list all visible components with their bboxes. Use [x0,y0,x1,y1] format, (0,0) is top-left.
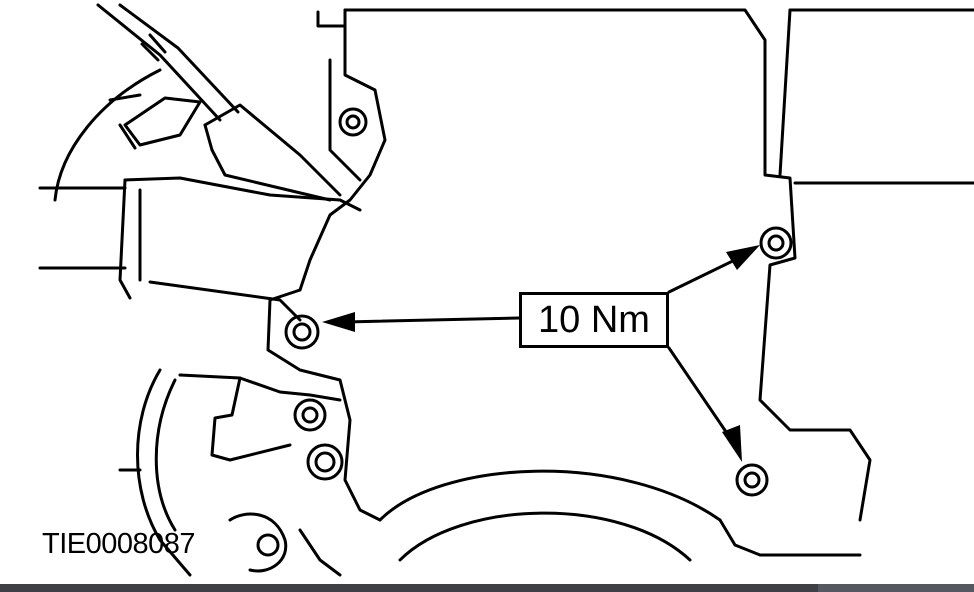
bolt-arrow-top-right [759,226,793,260]
coolant-hose [96,3,342,202]
bolt-arrow-left [284,314,320,350]
callout-leader-lines [343,253,747,447]
bottom-bar [0,584,974,592]
bolt-bottom-left [256,533,280,557]
arrowhead-top-right [726,245,760,270]
figure-id: TIE0008087 [42,528,196,560]
arrowhead-left [322,312,355,332]
bolt-bracket-upper [293,398,327,432]
pulley-housing [53,68,202,202]
intake-pipe [38,176,362,322]
timing-cover [266,8,974,562]
torque-callout-label: 10 Nm [519,292,669,348]
lower-bracket [118,368,342,577]
bolt-arrow-bottom-right [735,463,769,497]
bolt-top-left [338,107,368,137]
arrowhead-bottom-right [722,425,742,462]
bottom-bar-segment [818,584,974,592]
bolt-bracket-lower [306,443,344,481]
